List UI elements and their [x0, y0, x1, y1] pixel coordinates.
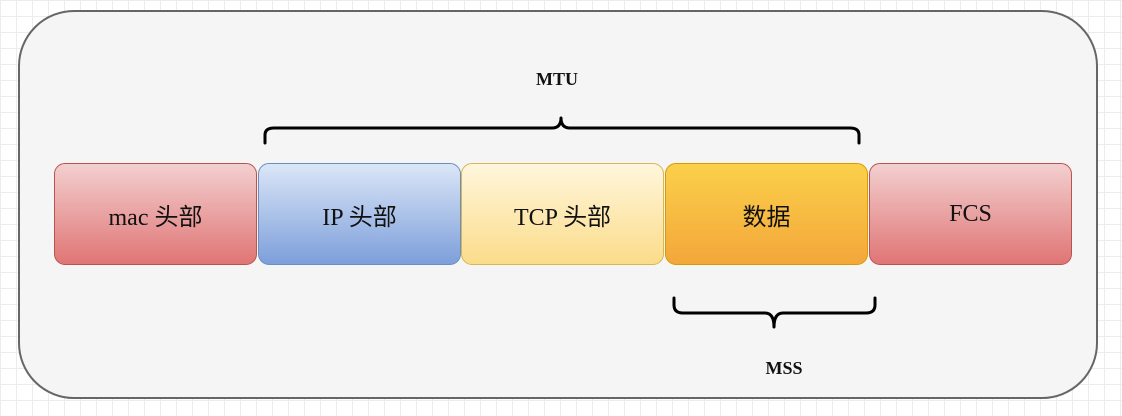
mtu-brace	[263, 116, 861, 145]
mtu-label: MTU	[536, 69, 578, 89]
segment-tcp-header-label: TCP 头部	[513, 204, 612, 231]
segment-data: 数据	[665, 163, 868, 265]
segment-fcs-label: FCS	[949, 200, 992, 227]
segment-mac-header: mac 头部	[54, 163, 257, 265]
mss-brace	[672, 296, 877, 329]
mss-label: MSS	[765, 358, 803, 378]
segment-ip-header: IP 头部	[258, 163, 461, 265]
segment-fcs: FCS	[869, 163, 1072, 265]
segment-ip-header-label: IP 头部	[322, 204, 397, 231]
segment-tcp-header: TCP 头部	[461, 163, 664, 265]
segment-mac-header-label: mac 头部	[108, 204, 203, 231]
segment-data-label: 数据	[742, 204, 791, 231]
